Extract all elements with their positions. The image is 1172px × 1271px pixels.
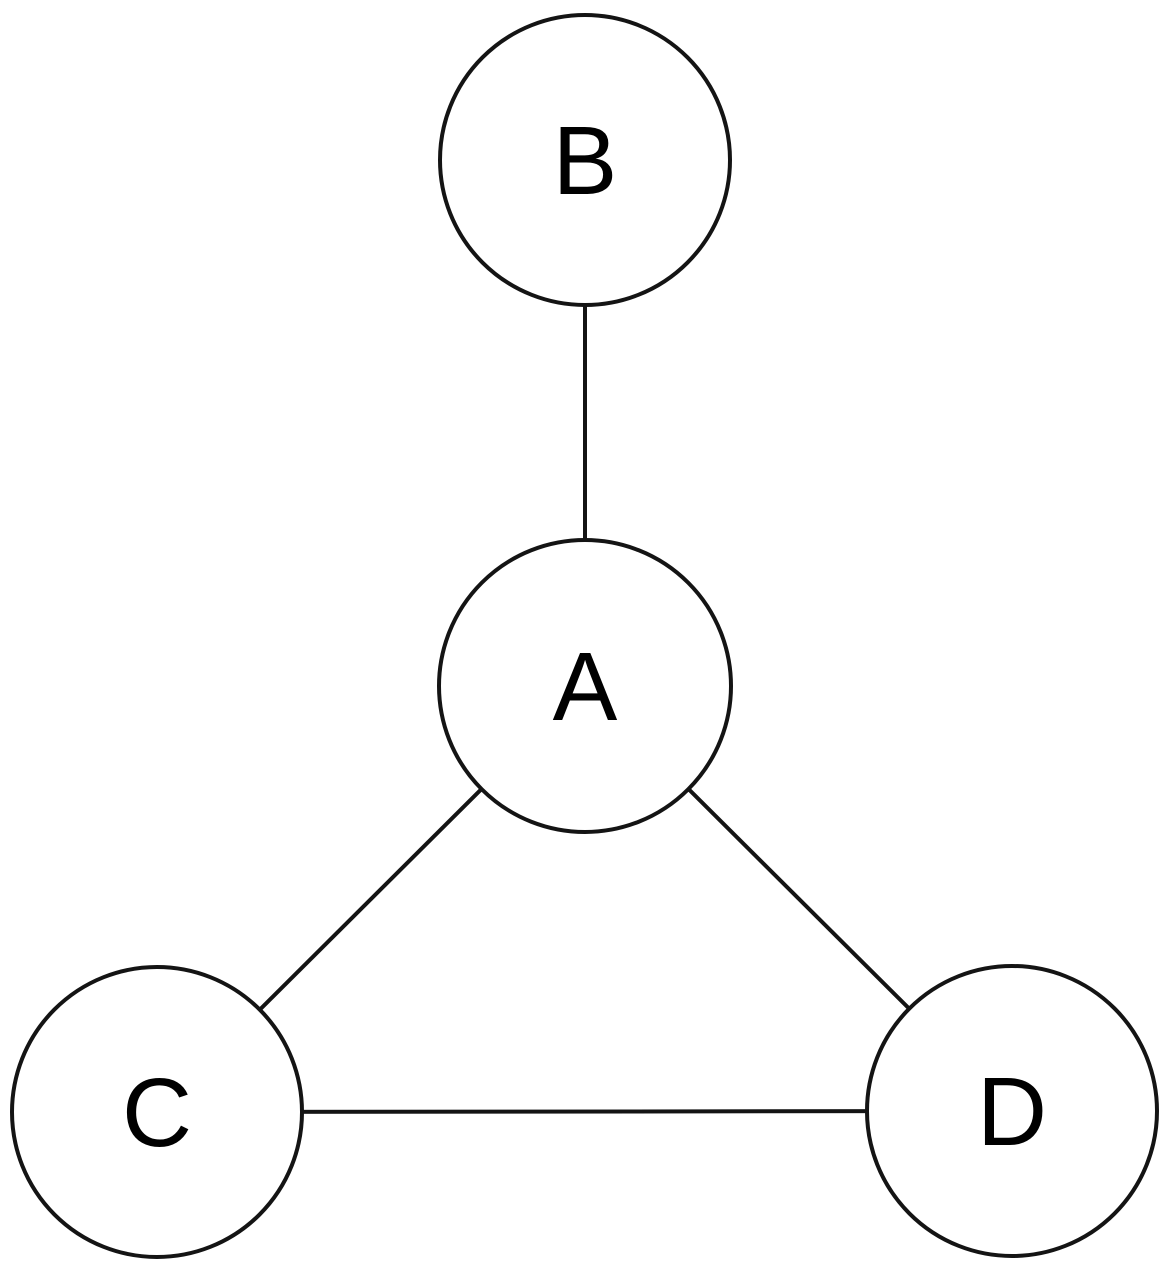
node-D: D (865, 964, 1159, 1258)
node-circle-B (438, 13, 732, 307)
node-label-A: A (553, 632, 618, 741)
node-B: B (438, 13, 732, 307)
node-circle-D (865, 964, 1159, 1258)
nodes-layer: B A C D (10, 13, 1159, 1259)
node-C: C (10, 965, 304, 1259)
node-label-C: C (122, 1058, 192, 1167)
node-label-D: D (977, 1057, 1047, 1166)
node-label-B: B (553, 106, 618, 215)
node-A: A (437, 538, 733, 834)
node-circle-A (437, 538, 733, 834)
node-circle-C (10, 965, 304, 1259)
